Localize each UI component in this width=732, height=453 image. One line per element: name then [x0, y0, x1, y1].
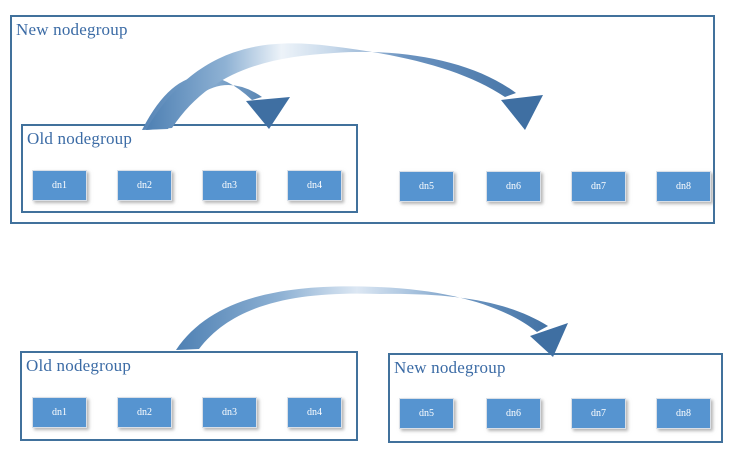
top-old-nodegroup-box: Old nodegroup dn1 dn2 dn3 dn4 — [21, 124, 358, 213]
node-dn4: dn4 — [287, 170, 342, 201]
top-new-nodegroup-box: New nodegroup Old nodegroup dn1 dn2 dn3 … — [10, 15, 715, 224]
node-dn6: dn6 — [486, 171, 541, 202]
node-dn5: dn5 — [399, 398, 454, 429]
node-dn8: dn8 — [656, 171, 711, 202]
curved-arrow-bottom — [176, 286, 568, 357]
node-dn6: dn6 — [486, 398, 541, 429]
node-dn7: dn7 — [571, 171, 626, 202]
node-dn1: dn1 — [32, 397, 87, 428]
node-dn8: dn8 — [656, 398, 711, 429]
node-dn1: dn1 — [32, 170, 87, 201]
bottom-new-nodegroup-label: New nodegroup — [394, 358, 506, 377]
bottom-old-nodegroup-label: Old nodegroup — [26, 356, 132, 375]
top-new-nodegroup-label: New nodegroup — [16, 20, 128, 39]
top-old-nodegroup-label: Old nodegroup — [27, 129, 133, 148]
node-dn5: dn5 — [399, 171, 454, 202]
bottom-new-nodegroup-box: New nodegroup dn5 dn6 dn7 dn8 — [388, 353, 723, 443]
node-dn2: dn2 — [117, 170, 172, 201]
bottom-old-nodegroup-box: Old nodegroup dn1 dn2 dn3 dn4 — [20, 351, 358, 441]
node-dn2: dn2 — [117, 397, 172, 428]
node-dn7: dn7 — [571, 398, 626, 429]
node-dn4: dn4 — [287, 397, 342, 428]
node-dn3: dn3 — [202, 397, 257, 428]
node-dn3: dn3 — [202, 170, 257, 201]
